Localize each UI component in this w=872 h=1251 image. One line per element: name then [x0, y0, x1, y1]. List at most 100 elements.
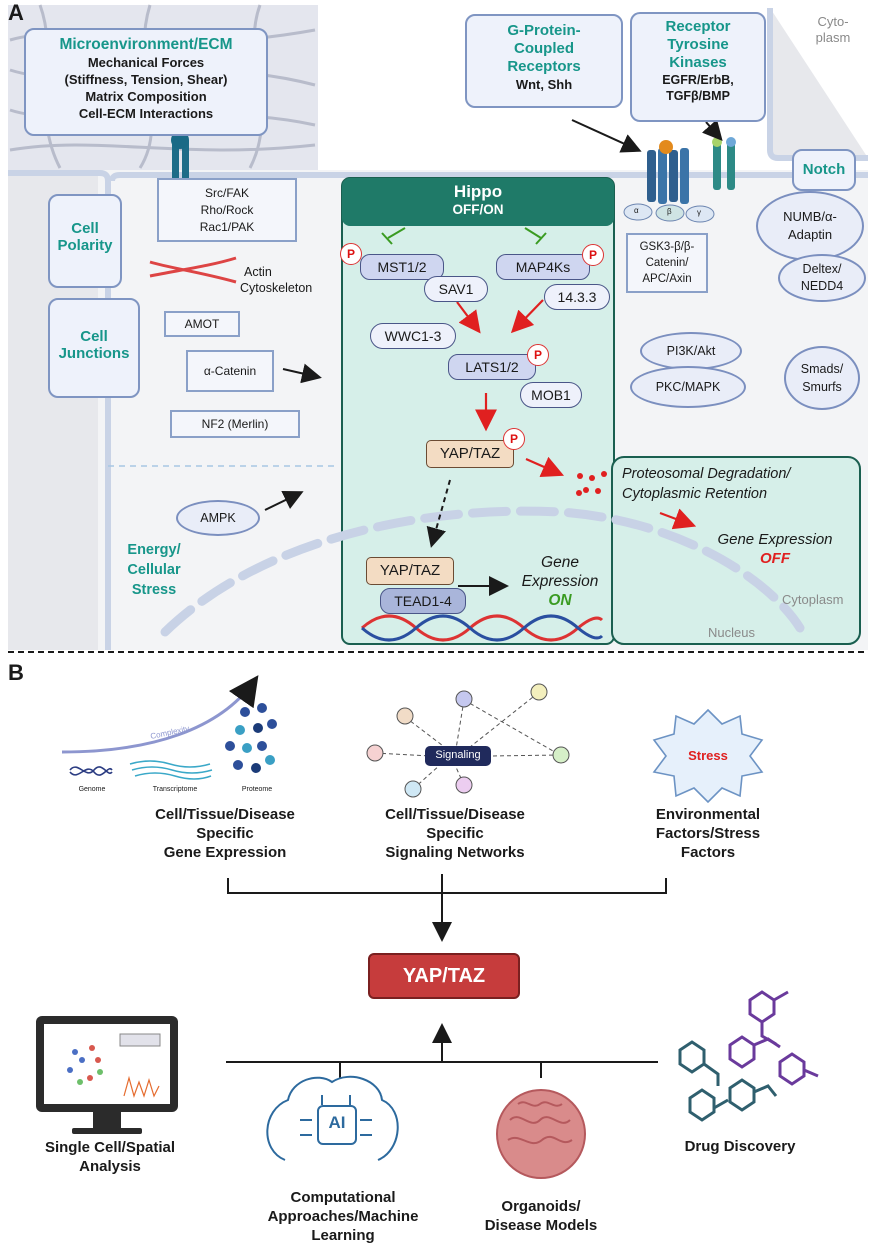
pi3k-label: PI3K/Akt	[666, 344, 716, 358]
mst-pill: MST1/2	[360, 254, 444, 280]
yaptaz-nuclear-label: YAP/TAZ	[379, 562, 441, 579]
ai-label: AI	[328, 1113, 346, 1132]
gpcr-box: G-Protein- Coupled Receptors Wnt, Shh	[465, 14, 623, 108]
gene-expression-on: Gene Expression ON	[512, 553, 608, 610]
phospho-badge: P	[340, 243, 362, 265]
mob-label: MOB1	[531, 387, 571, 403]
nf2-label: NF2 (Merlin)	[201, 417, 269, 431]
caption-line: Computational	[290, 1189, 396, 1206]
cytoplasm-corner-line: plasm	[815, 30, 851, 45]
tead-pill: TEAD1-4	[380, 588, 466, 614]
ecm-title: Microenvironment/ECM	[59, 36, 233, 53]
pkc-oval: PKC/MAPK	[630, 366, 746, 408]
ecm-line: Mechanical Forces	[87, 55, 205, 70]
actin-label: Actin Cytoskeleton	[240, 264, 312, 296]
caption-line: Analysis	[79, 1158, 141, 1175]
signaling-network-edges	[374, 692, 561, 790]
gpcr-receptor-icon	[623, 140, 715, 223]
cytoplasm-label: Cytoplasm	[782, 592, 844, 607]
caption-line: Specific	[196, 825, 254, 842]
alpha-catenin-label: α-Catenin	[203, 364, 257, 378]
caption-line: Specific	[426, 825, 484, 842]
degradation-text: Proteosomal Degradation/ Cytoplasmic Ret…	[622, 464, 790, 504]
nucleus-label: Nucleus	[708, 625, 755, 640]
deltex-line: Deltex/	[802, 262, 842, 276]
ecm-line: Cell-ECM Interactions	[78, 106, 214, 121]
yaptaz-central-box: YAP/TAZ	[368, 953, 520, 999]
caption-line: Learning	[311, 1227, 375, 1244]
smads-line: Smurfs	[802, 380, 842, 394]
smads-line: Smads/	[800, 362, 844, 376]
gene-on-label: ON	[548, 592, 572, 609]
g-gamma-label: γ	[697, 208, 701, 217]
gene-expression-caption: Cell/Tissue/Disease Specific Gene Expres…	[80, 805, 370, 862]
alpha-catenin-box: α-Catenin	[186, 350, 274, 392]
caption-line: Gene Expression	[163, 844, 287, 861]
genome-dna-icon	[69, 766, 113, 776]
cell-junctions-label: Cell	[80, 328, 108, 345]
single-cell-caption: Single Cell/Spatial Analysis	[20, 1138, 200, 1176]
gpcr-sub: Wnt, Shh	[515, 77, 573, 92]
caption-line: Approaches/Machine	[267, 1208, 419, 1225]
hippo-state: OFF/ON	[452, 202, 504, 217]
gsk-line: Catenin/	[645, 257, 689, 269]
caption-line: Factors/Stress	[655, 825, 761, 842]
organoid-icon	[496, 1089, 586, 1179]
smads-oval: Smads/ Smurfs	[784, 346, 860, 410]
ampk-label: AMPK	[200, 511, 236, 525]
gene-expression-off: Gene Expression OFF	[700, 530, 850, 568]
ai-brain-icon	[266, 1075, 399, 1161]
caption-line: Factors	[680, 844, 736, 861]
caption-line: Cell/Tissue/Disease	[385, 806, 525, 823]
sav-label: SAV1	[438, 281, 474, 297]
environment-caption: Environmental Factors/Stress Factors	[620, 805, 796, 862]
cytoplasm-corner-label: Cyto- plasm	[808, 14, 858, 46]
signaling-caption: Cell/Tissue/Disease Specific Signaling N…	[310, 805, 600, 862]
p1433-label: 14.3.3	[557, 289, 597, 305]
caption-line: Environmental	[655, 806, 761, 823]
amot-box: AMOT	[164, 311, 240, 337]
energy-line: Energy/	[127, 542, 181, 558]
numb-line: NUMB/α-	[783, 209, 837, 224]
g-alpha-label: α	[634, 206, 639, 215]
signaling-node-label: Signaling	[435, 749, 481, 761]
p1433-pill: 14.3.3	[544, 284, 610, 310]
energy-stress-label: Energy/ Cellular Stress	[104, 540, 204, 600]
gpcr-title: G-Protein-	[507, 22, 581, 39]
gsk-box: GSK3-β/β- Catenin/ APC/Axin	[626, 233, 708, 293]
phospho-badge: P	[503, 428, 525, 450]
cell-junctions-box: Cell Junctions	[48, 298, 140, 398]
energy-line: Stress	[131, 582, 177, 598]
cell-polarity-label: Polarity	[57, 237, 113, 254]
tead-label: TEAD1-4	[394, 593, 452, 609]
caption-line: Single Cell/Spatial	[44, 1139, 176, 1156]
pi3k-oval: PI3K/Akt	[640, 332, 742, 370]
lats-label: LATS1/2	[465, 359, 519, 375]
phospho-badge: P	[527, 344, 549, 366]
caption-line: Organoids/	[501, 1198, 581, 1215]
monitor-icon	[36, 1016, 178, 1134]
mob-pill: MOB1	[520, 382, 582, 408]
deltex-oval: Deltex/ NEDD4	[778, 254, 866, 302]
drug-discovery-caption: Drug Discovery	[684, 1138, 796, 1155]
wwc-label: WWC1-3	[384, 328, 442, 344]
numb-oval: NUMB/α- Adaptin	[756, 191, 864, 261]
degradation-line: Proteosomal Degradation/	[622, 466, 791, 482]
actin-label-line: Actin	[244, 265, 272, 279]
hippo-title: Hippo	[453, 182, 503, 201]
stress-label: Stress	[688, 748, 728, 763]
ecm-line: (Stiffness, Tension, Shear)	[64, 72, 228, 87]
gpcr-title: Receptors	[507, 58, 581, 75]
deltex-line: NEDD4	[800, 279, 844, 293]
organoids-caption: Organoids/ Disease Models	[466, 1197, 616, 1235]
notch-label: Notch	[802, 161, 846, 178]
transcriptome-icon	[129, 760, 213, 780]
cell-junctions-label: Junctions	[58, 345, 130, 362]
src-fak-box: Src/FAK Rho/Rock Rac1/PAK	[157, 178, 297, 242]
gene-expr-line: Expression	[521, 573, 599, 590]
energy-line: Cellular	[127, 562, 181, 578]
yaptaz-central-label: YAP/TAZ	[402, 965, 486, 987]
g-beta-label: β	[667, 207, 672, 216]
genome-label: Genome	[78, 786, 106, 793]
wwc-pill: WWC1-3	[370, 323, 456, 349]
